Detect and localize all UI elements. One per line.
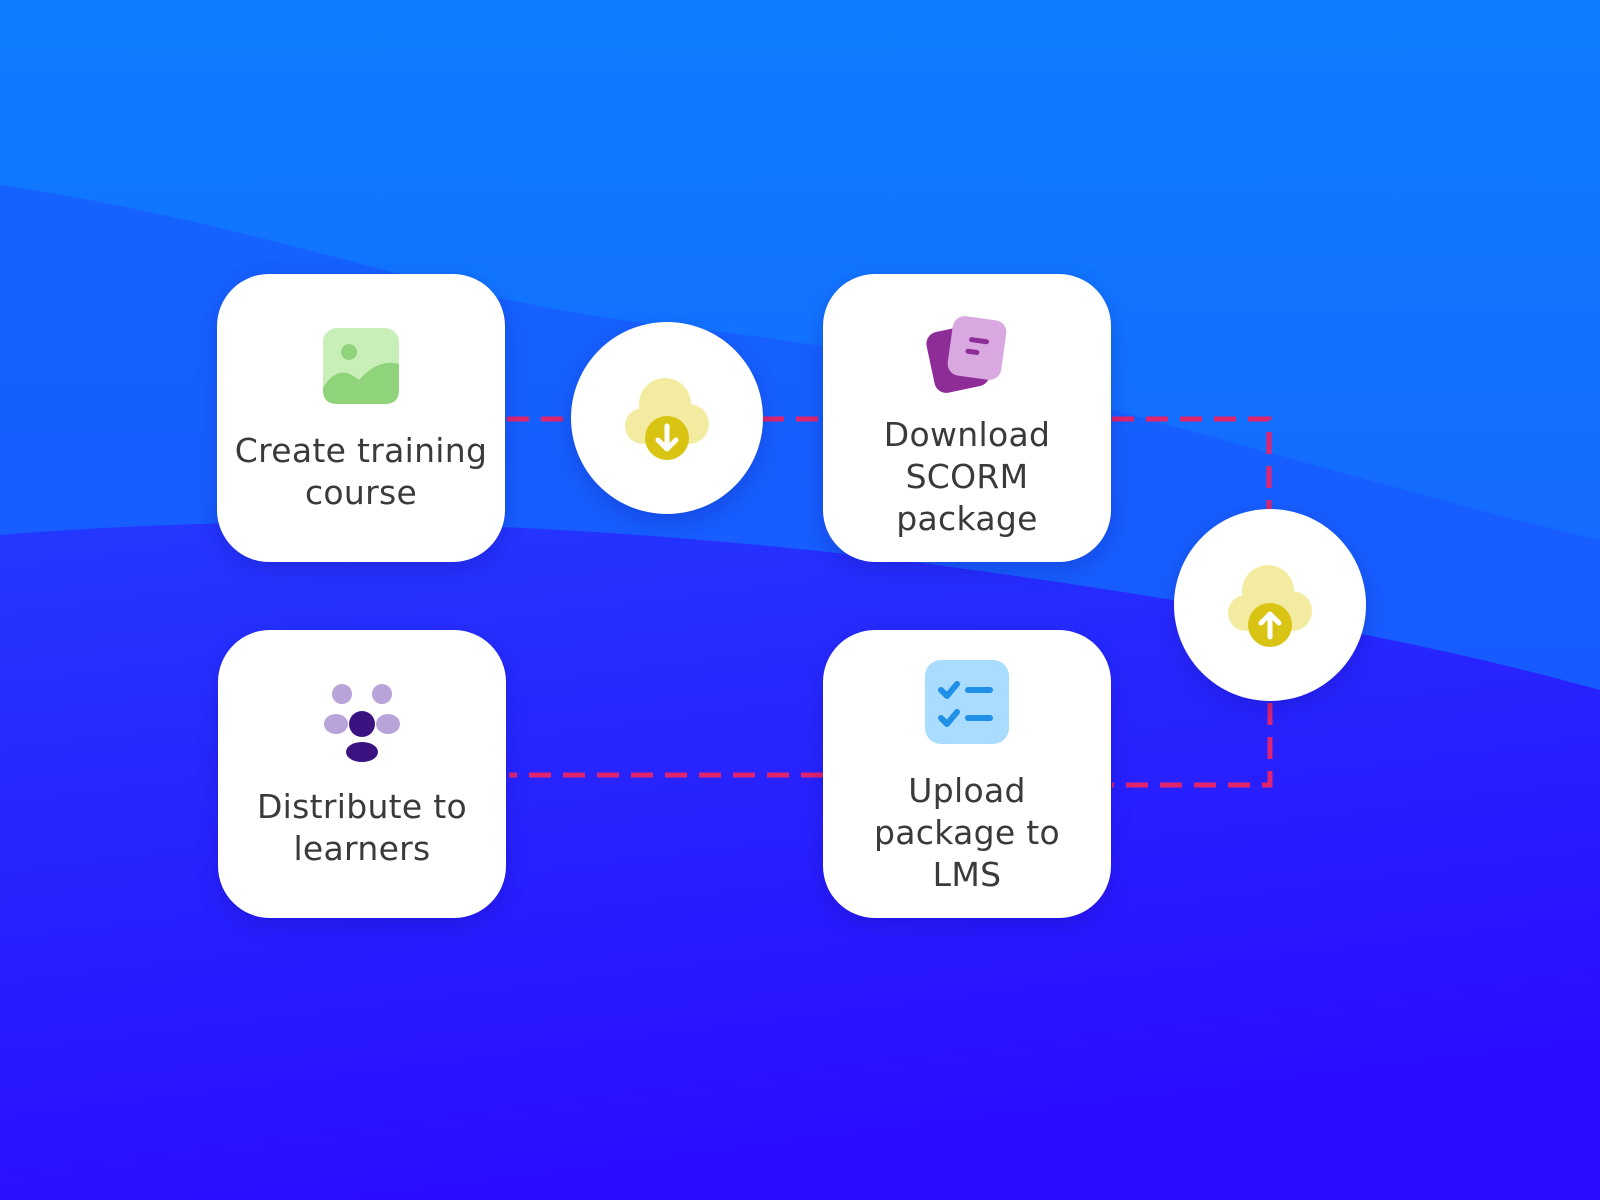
cloud-download-icon: [625, 378, 709, 460]
step-label: Download SCORM package: [883, 415, 1051, 538]
step-card-create-training-course: Create training course: [217, 274, 505, 562]
cloud-upload-icon: [1228, 565, 1312, 647]
documents-icon: [926, 316, 1007, 393]
image-icon: [323, 328, 399, 404]
step-card-distribute-to-learners: Distribute to learners: [218, 630, 506, 918]
step-label: Distribute to learners: [256, 787, 468, 868]
connector-download-to-upload-bottom: [1112, 703, 1273, 788]
step-label: Upload package to LMS: [874, 771, 1060, 894]
transition-node-download: [571, 322, 763, 514]
connector-download-to-upload-top: [1112, 416, 1272, 509]
step-card-upload-package-to-lms: Upload package to LMS: [823, 630, 1111, 918]
step-label: Create training course: [234, 431, 488, 512]
people-group-icon: [324, 684, 400, 762]
step-card-download-scorm-package: Download SCORM package: [823, 274, 1111, 562]
transition-node-upload: [1174, 509, 1366, 701]
checklist-icon: [925, 660, 1009, 744]
